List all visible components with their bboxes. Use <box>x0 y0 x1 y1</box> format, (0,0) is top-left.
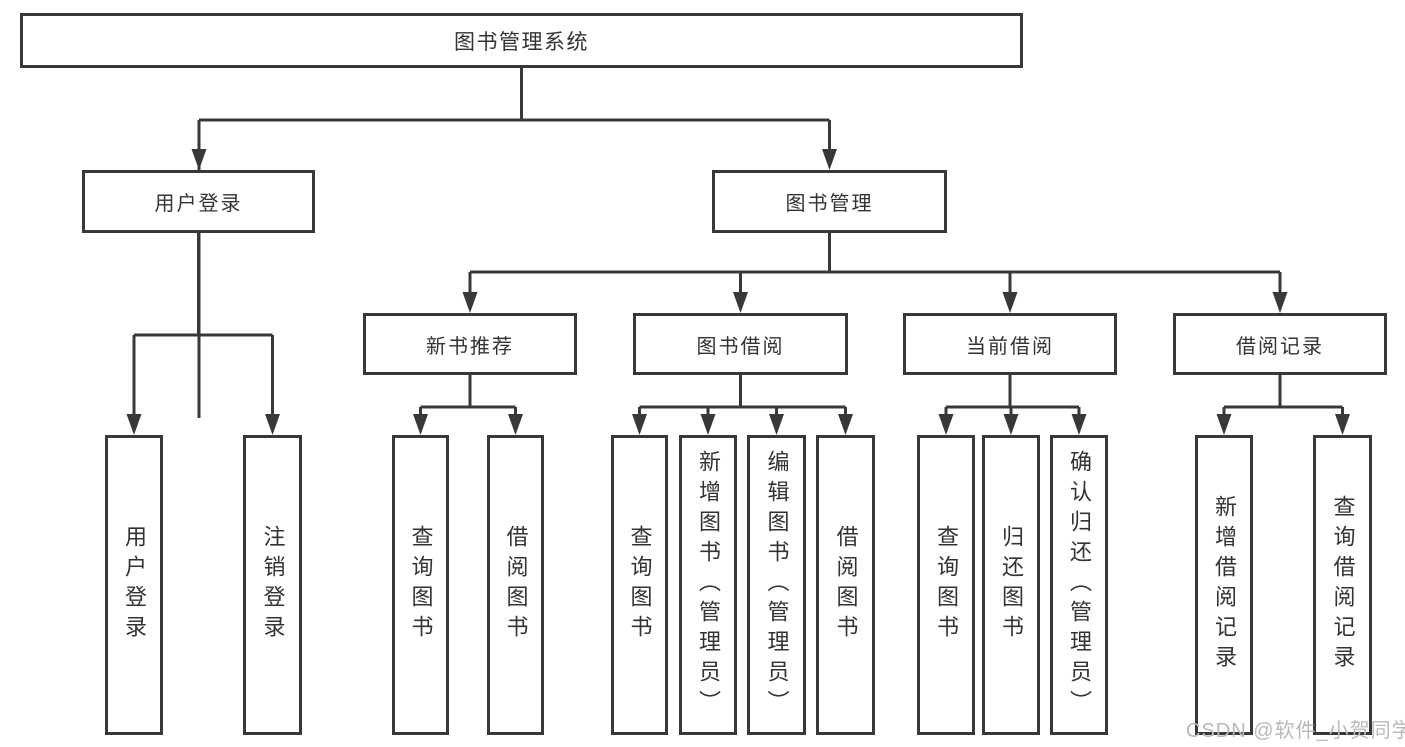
leaf-label: 查询图书 <box>934 525 959 645</box>
csdn-watermark: CSDN @软件_小贺同学 <box>1186 720 1405 742</box>
node-label: 新书推荐 <box>426 335 514 358</box>
leaf-bb-edit-books-admin: 编辑图书（管理员） <box>747 435 806 735</box>
arrowhead-down-icon <box>1002 292 1018 313</box>
arrowhead-down-icon <box>1071 414 1087 435</box>
leaf-label: 借阅图书 <box>833 525 859 645</box>
arrowhead-down-icon <box>632 414 647 435</box>
node-book-management: 图书管理 <box>712 170 947 233</box>
leaf-label: 确认归还（管理员） <box>1067 450 1092 720</box>
arrowhead-down-icon <box>1272 292 1288 313</box>
node-label: 图书借阅 <box>696 335 785 358</box>
leaf-user-login: 用户登录 <box>105 435 163 735</box>
node-current-borrowing: 当前借阅 <box>903 313 1117 375</box>
leaf-bb-add-books-admin: 新增图书（管理员） <box>679 435 737 735</box>
leaf-br-add-record: 新增借阅记录 <box>1195 435 1253 735</box>
arrowhead-down-icon <box>413 414 428 435</box>
leaf-cb-confirm-return-admin: 确认归还（管理员） <box>1050 435 1108 735</box>
arrowhead-down-icon <box>1003 414 1019 435</box>
leaf-label: 借阅图书 <box>503 525 529 645</box>
leaf-label: 归还图书 <box>999 525 1024 645</box>
leaf-label: 用户登录 <box>122 525 147 645</box>
arrowhead-down-icon <box>265 414 280 435</box>
arrowhead-down-icon <box>769 414 784 435</box>
arrowhead-down-icon <box>126 414 142 435</box>
arrowhead-down-icon <box>508 414 523 435</box>
arrowhead-down-icon <box>700 414 716 435</box>
leaf-bb-query-books: 查询图书 <box>611 435 668 735</box>
node-library-management-system: 图书管理系统 <box>20 13 1023 68</box>
arrowhead-down-icon <box>733 292 748 313</box>
leaf-bb-borrow-books: 借阅图书 <box>816 435 875 735</box>
node-book-borrowing: 图书借阅 <box>633 313 848 375</box>
arrowhead-down-icon <box>1216 414 1232 435</box>
leaf-logout: 注销登录 <box>243 435 302 735</box>
node-label: 当前借阅 <box>966 335 1054 358</box>
leaf-cb-return-books: 归还图书 <box>982 435 1040 735</box>
leaf-cb-query-books: 查询图书 <box>917 435 975 735</box>
leaf-rec-borrow-books: 借阅图书 <box>487 435 544 735</box>
node-user-login: 用户登录 <box>82 170 315 233</box>
leaf-label: 新增借阅记录 <box>1212 495 1237 675</box>
arrowhead-down-icon <box>462 292 478 313</box>
node-label: 图书管理系统 <box>454 30 589 54</box>
arrowhead-down-icon <box>191 149 207 170</box>
node-borrowing-records: 借阅记录 <box>1173 313 1387 375</box>
arrowhead-down-icon <box>938 414 954 435</box>
leaf-label: 查询图书 <box>627 525 653 645</box>
leaf-label: 编辑图书（管理员） <box>764 450 790 720</box>
node-new-book-recommendation: 新书推荐 <box>363 313 577 375</box>
node-label: 借阅记录 <box>1236 335 1324 358</box>
leaf-label: 查询借阅记录 <box>1330 495 1356 675</box>
arrowhead-down-icon <box>822 149 837 170</box>
arrowhead-down-icon <box>838 414 853 435</box>
leaf-label: 查询图书 <box>408 525 434 645</box>
arrowheads <box>126 149 1350 435</box>
leaf-br-query-record: 查询借阅记录 <box>1313 435 1372 735</box>
leaf-rec-query-books: 查询图书 <box>392 435 449 735</box>
leaf-label: 新增图书（管理员） <box>696 450 721 720</box>
arrowhead-down-icon <box>1335 414 1350 435</box>
node-label: 用户登录 <box>154 193 243 215</box>
node-label: 图书管理 <box>785 193 874 215</box>
leaf-label: 注销登录 <box>260 525 286 645</box>
